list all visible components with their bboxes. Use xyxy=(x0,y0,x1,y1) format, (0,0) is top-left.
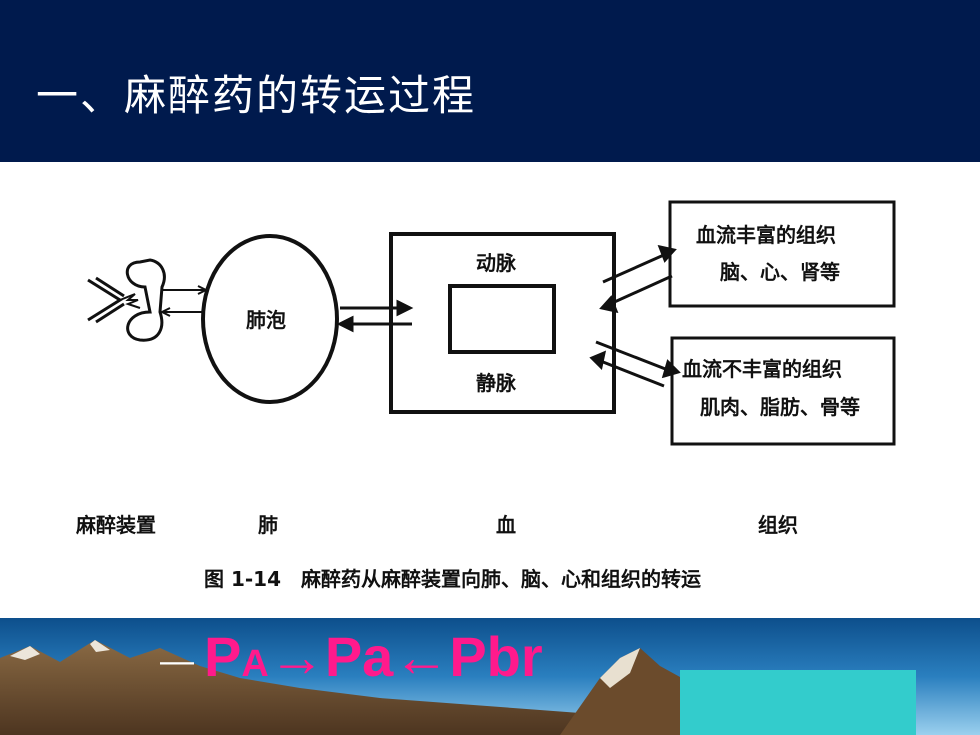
rich-tissue-box xyxy=(668,200,896,308)
blood-tissue-arrows xyxy=(589,244,681,388)
formula-arrow-right: → xyxy=(268,625,325,688)
diagram-area: 肺泡 动脉 静脉 血流丰富的组织 脑、心、肾等 血流不丰富的组 xyxy=(0,162,980,618)
mountain-landscape-image xyxy=(0,618,980,735)
device-label: 麻醉装置 xyxy=(75,513,156,537)
formula-arrow-left: ← xyxy=(393,625,450,688)
anesthesia-device-icon xyxy=(87,258,209,342)
partial-pressure-formula: — PA→Pa←Pbr xyxy=(160,622,543,692)
formula-p-alveolar-sub: A xyxy=(241,643,269,685)
title-bar: 一、麻醉药的转运过程 xyxy=(0,0,980,162)
artery-label: 动脉 xyxy=(476,251,517,275)
poor-tissue-line1: 血流不丰富的组织 xyxy=(682,357,842,381)
formula-p-brain: Pbr xyxy=(449,625,543,688)
tissue-label: 组织 xyxy=(758,513,798,537)
lung-blood-arrows xyxy=(336,299,414,333)
rich-tissue-line1: 血流丰富的组织 xyxy=(696,223,836,247)
alveolus-label: 肺泡 xyxy=(246,308,286,332)
formula-p-alveolar: P xyxy=(204,625,242,688)
formula-lead-dash: — xyxy=(160,642,194,681)
figure-caption: 图 1-14 麻醉药从麻醉装置向肺、脑、心和组织的转运 xyxy=(204,567,701,591)
poor-tissue-line2: 肌肉、脂肪、骨等 xyxy=(700,395,860,419)
poor-tissue-box xyxy=(670,336,896,446)
blood-box xyxy=(389,232,616,414)
lung-label: 肺 xyxy=(258,513,278,537)
blood-label: 血 xyxy=(496,513,516,537)
blood-inner-box xyxy=(448,284,556,354)
transport-diagram: 肺泡 动脉 静脉 血流丰富的组织 脑、心、肾等 血流不丰富的组 xyxy=(75,200,896,591)
teal-bar xyxy=(680,670,916,735)
formula-p-arterial: Pa xyxy=(324,625,394,688)
alveolus-shape xyxy=(201,234,339,404)
mountain-footer xyxy=(0,618,980,735)
slide-title: 一、麻醉药的转运过程 xyxy=(36,71,477,120)
vein-label: 静脉 xyxy=(476,371,517,395)
rich-tissue-line2: 脑、心、肾等 xyxy=(720,260,840,284)
